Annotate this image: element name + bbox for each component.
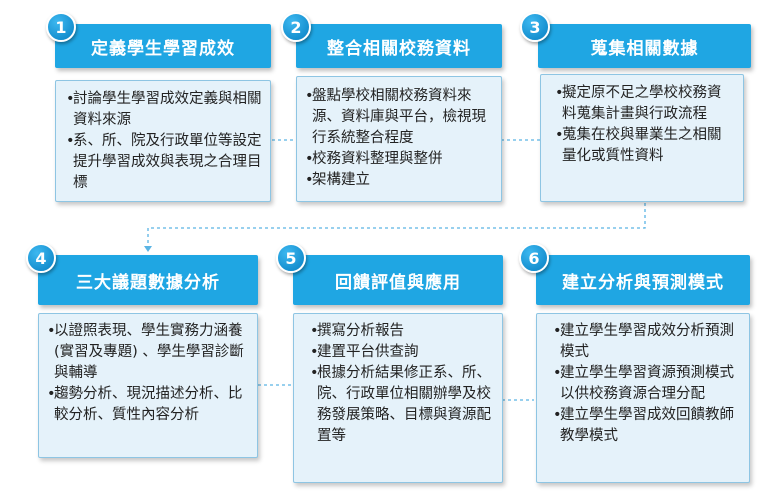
step-5-header: 回饋評值與應用 [293, 255, 503, 305]
connector-3-4 [147, 203, 646, 248]
connector-3-4-arrow [144, 246, 152, 252]
step-5-title: 回饋評值與應用 [335, 272, 461, 293]
step-5-item: •根據分析結果修正系、所、院、行政單位相關辦學及校務發展策略、目標與資源配置等 [310, 365, 491, 444]
step-6-item: •建立學生學習成效分析預測模式 [553, 323, 734, 360]
step-3-item: •蒐集在校與畢業生之相關量化或質性資料 [555, 127, 722, 164]
step-2-item: •架構建立 [305, 170, 495, 191]
step-5-card: •撰寫分析報告 •建置平台供查詢 •根據分析結果修正系、所、院、行政單位相關辦學… [293, 313, 503, 483]
step-4-header: 三大議題數據分析 [38, 255, 258, 305]
bullet: • [553, 323, 562, 339]
step-5-item: •建置平台供查詢 [310, 342, 494, 363]
step-2-card: •盤點學校相關校務資料來源、資料庫與平台，檢視現行系統整合程度 •校務資料整理與… [296, 76, 502, 202]
step-3-item: •擬定原不足之學校校務資料蒐集計畫與行政流程 [555, 85, 722, 122]
bullet: • [310, 344, 319, 360]
step-4-card: •以證照表現、學生實務力涵養(實習及專題) 、學生學習診斷與輔導 •趨勢分析、現… [38, 313, 258, 458]
bullet: • [555, 127, 564, 143]
step-1-badge: 1 [46, 12, 76, 42]
bullet: • [305, 172, 314, 188]
bullet: • [310, 323, 319, 339]
step-1-header: 定義學生學習成效 [55, 24, 271, 68]
step-4-item: •以證照表現、學生實務力涵養(實習及專題) 、學生學習診斷與輔導 [47, 323, 244, 381]
step-1-item: •系、所、院及行政單位等設定提升學習成效與表現之合理目標 [66, 133, 262, 191]
step-2-header: 整合相關校務資料 [296, 24, 502, 68]
step-5-badge: 5 [276, 243, 306, 273]
step-3-card: •擬定原不足之學校校務資料蒐集計畫與行政流程 •蒐集在校與畢業生之相關量化或質性… [540, 74, 744, 202]
step-1-item: •討論學生學習成效定義與相關資料來源 [66, 91, 262, 128]
step-3-header: 蒐集相關數據 [538, 24, 751, 68]
step-2-item: •校務資料整理與整併 [305, 149, 495, 170]
step-4-badge: 4 [26, 243, 56, 273]
step-6-item: •建立學生學習資源預測模式以供校務資源合理分配 [553, 365, 734, 402]
step-6-item: •建立學生學習成效回饋教師教學模式 [553, 407, 734, 444]
step-1-card: •討論學生學習成效定義與相關資料來源 •系、所、院及行政單位等設定提升學習成效與… [55, 80, 271, 202]
step-4-item: •趨勢分析、現況描述分析、比較分析、質性內容分析 [47, 386, 243, 423]
step-2-badge: 2 [281, 12, 311, 42]
bullet: • [553, 407, 562, 423]
step-1-title: 定義學生學習成效 [91, 38, 235, 59]
step-3-badge: 3 [520, 12, 550, 42]
bullet: • [305, 88, 314, 104]
bullet: • [310, 365, 319, 381]
step-6-badge: 6 [519, 243, 549, 273]
step-2-item: •盤點學校相關校務資料來源、資料庫與平台，檢視現行系統整合程度 [305, 88, 486, 146]
bullet: • [66, 91, 75, 107]
step-2-title: 整合相關校務資料 [327, 38, 471, 59]
step-5-item: •撰寫分析報告 [310, 321, 494, 342]
step-6-title: 建立分析與預測模式 [562, 272, 724, 293]
step-3-title: 蒐集相關數據 [590, 38, 699, 59]
bullet: • [555, 85, 564, 101]
bullet: • [66, 133, 75, 149]
bullet: • [47, 323, 56, 339]
step-4-title: 三大議題數據分析 [76, 272, 220, 293]
step-6-header: 建立分析與預測模式 [536, 255, 750, 305]
bullet: • [305, 151, 314, 167]
bullet: • [553, 365, 562, 381]
bullet: • [47, 386, 56, 402]
step-6-card: •建立學生學習成效分析預測模式 •建立學生學習資源預測模式以供校務資源合理分配 … [536, 313, 750, 483]
